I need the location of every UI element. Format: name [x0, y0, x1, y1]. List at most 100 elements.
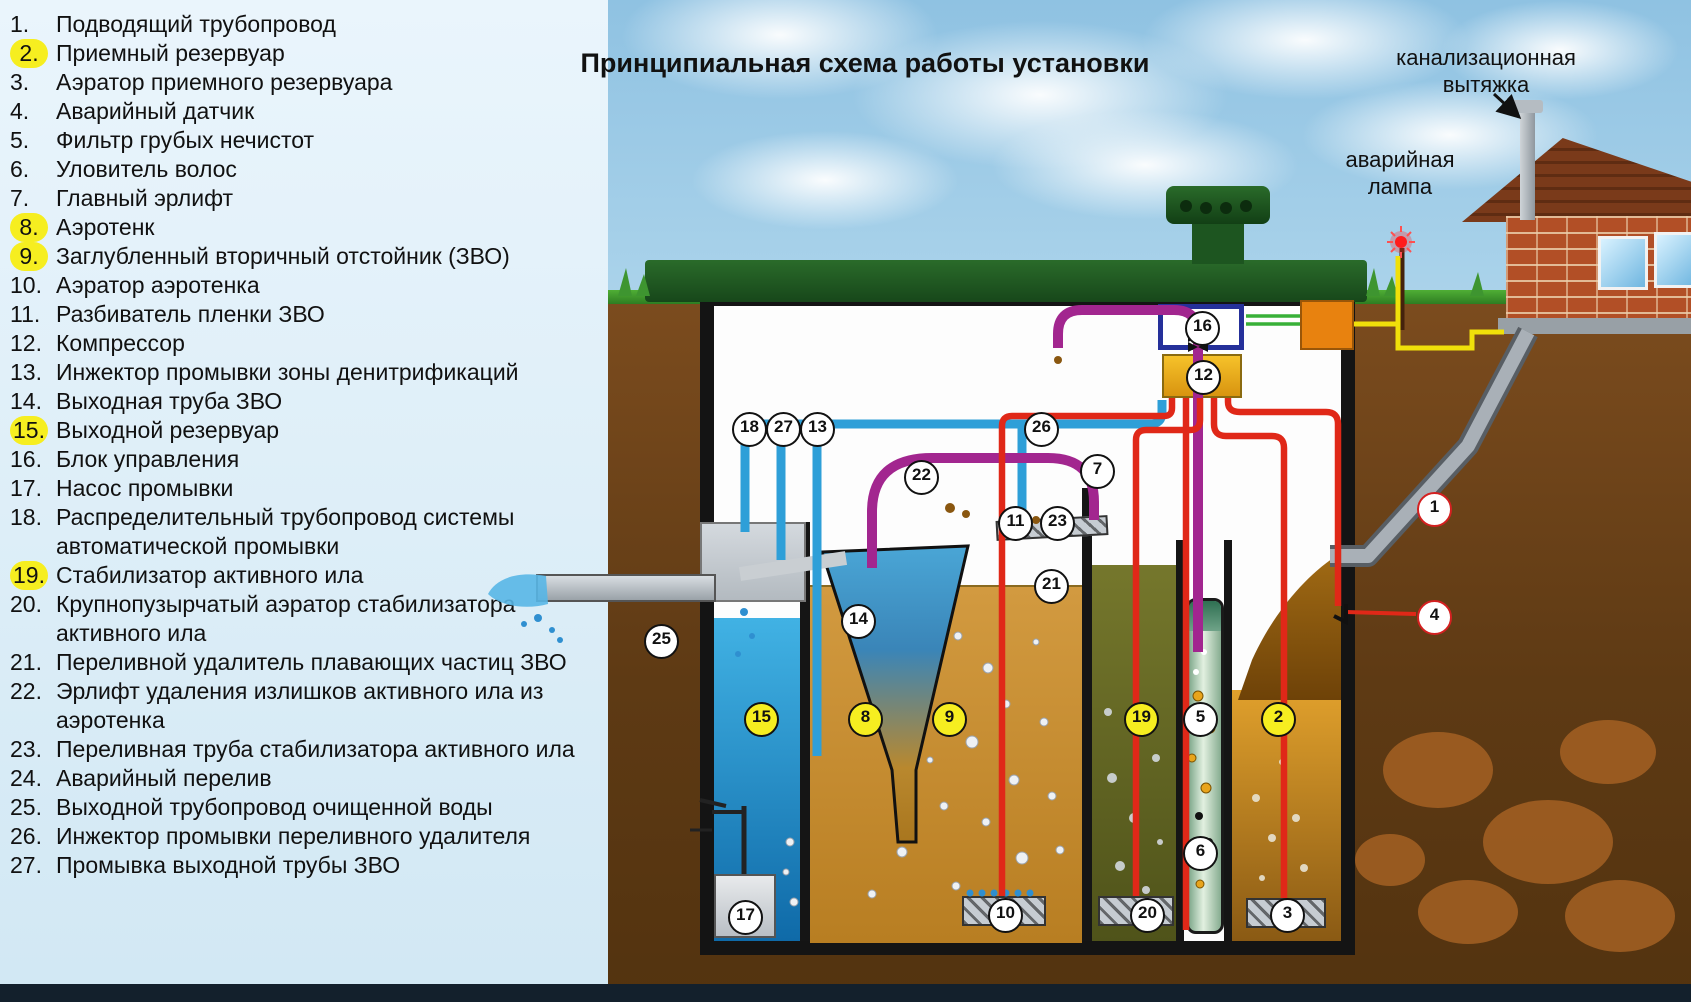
- legend-item: 27. Промывка выходной трубы ЗВО: [10, 851, 602, 880]
- legend-item-text: Выходная труба ЗВО: [56, 388, 283, 414]
- legend-item: 9. Заглубленный вторичный отстойник (ЗВО…: [10, 242, 602, 271]
- legend-item-text: Компрессор: [56, 330, 185, 356]
- legend-item-text: Аварийный перелив: [56, 765, 272, 791]
- divider-wall: [800, 522, 810, 941]
- legend-item-number: 20.: [10, 591, 42, 617]
- legend-item: 2. Приемный резервуар: [10, 39, 602, 68]
- legend-item-text: Уловитель волос: [56, 156, 237, 182]
- legend-item-text: Разбиватель пленки ЗВО: [56, 301, 325, 327]
- green-control-wires: [1246, 314, 1300, 326]
- legend-item-text: Фильтр грубых нечистот: [56, 127, 315, 153]
- cloud: [1440, 0, 1680, 100]
- page-title: Принципиальная схема работы установки: [580, 48, 1150, 78]
- settler-funnel-9: [819, 544, 970, 844]
- divider-wall: [1176, 540, 1184, 941]
- legend-item-number: 23.: [10, 736, 42, 762]
- legend-item: 3. Аэратор приемного резервуара: [10, 68, 602, 97]
- bottom-strip: [0, 984, 1691, 1002]
- vent-label: канализационная вытяжка: [1380, 44, 1592, 98]
- clean-water-outlet-pipe-25: [536, 574, 716, 602]
- legend-item-text: Приемный резервуар: [56, 40, 285, 66]
- legend-item-number: 24.: [10, 765, 42, 791]
- lid-vent-holes: [1180, 200, 1252, 214]
- divider-wall: [1082, 488, 1092, 941]
- legend-item: 1. Подводящий трубопровод: [10, 10, 602, 39]
- legend-item-number: 18.: [10, 504, 42, 530]
- legend-item-text: Переливная труба стабилизатора активного…: [56, 736, 575, 762]
- legend-item-number: 16.: [10, 446, 42, 472]
- legend-item-number: 26.: [10, 823, 42, 849]
- legend-item-number: 25.: [10, 794, 42, 820]
- bubbles-receiving: [1252, 759, 1308, 881]
- lamp-label-line2: лампа: [1367, 174, 1433, 199]
- legend-item: 23. Переливная труба стабилизатора актив…: [10, 735, 602, 764]
- inlet-sewer-pipe-1: [1330, 326, 1538, 567]
- outlet-water-spray: [488, 574, 563, 643]
- legend-item: 13. Инжектор промывки зоны денитрификаци…: [10, 358, 602, 387]
- house-window: [1654, 232, 1691, 288]
- legend-item-text: Заглубленный вторичный отстойник (ЗВО): [56, 243, 510, 269]
- legend-item-number: 17.: [10, 475, 42, 501]
- legend-item: 15. Выходной резервуар: [10, 416, 602, 445]
- filter-contents: [1187, 649, 1216, 889]
- legend-item-number: 12.: [10, 330, 42, 356]
- cloud: [690, 130, 960, 230]
- settler-outlet-trough-14: [738, 551, 848, 581]
- soil-stones: [1355, 720, 1675, 952]
- legend-item-number: 9.: [10, 242, 48, 271]
- legend-item: 14. Выходная труба ЗВО: [10, 387, 602, 416]
- weir-drip: [735, 608, 755, 657]
- legend-item-text: Главный эрлифт: [56, 185, 234, 211]
- legend-item: 11. Разбиватель пленки ЗВО: [10, 300, 602, 329]
- legend-item-text: Аэратор приемного резервуара: [56, 69, 393, 95]
- pump-suction-pipes: [690, 798, 747, 874]
- legend-item: 18. Распределительный трубопровод систем…: [10, 503, 602, 561]
- yellow-power-wires: [1354, 256, 1504, 351]
- legend-item-text: Промывка выходной трубы ЗВО: [56, 852, 401, 878]
- legend-item: 26. Инжектор промывки переливного удалит…: [10, 822, 602, 851]
- legend-item-text: Инжектор промывки переливного удалителя: [56, 823, 531, 849]
- vent-label-line1: канализационная: [1396, 45, 1576, 70]
- aerator-10-diffuser-dots: [966, 889, 1034, 897]
- legend-panel: 1. Подводящий трубопровод 2. Приемный ре…: [0, 0, 608, 984]
- legend-item-text: Переливной удалитель плавающих частиц ЗВ…: [56, 649, 567, 675]
- legend-item-number: 11.: [10, 301, 41, 327]
- legend-item-text: Выходной резервуар: [56, 417, 280, 443]
- legend-item-number: 7.: [10, 185, 30, 211]
- lamp-label: аварийная лампа: [1332, 146, 1468, 200]
- alarm-lamp-icon: [1387, 226, 1415, 258]
- legend-item-number: 15.: [10, 416, 48, 445]
- legend-item-number: 1.: [10, 11, 30, 37]
- legend-item-number: 3.: [10, 69, 30, 95]
- legend-item-text: Крупнопузырчатый аэратор стабилизатора а…: [56, 591, 516, 646]
- legend-item-text: Насос промывки: [56, 475, 234, 501]
- legend-item-text: Распределительный трубопровод системы ав…: [56, 504, 515, 559]
- legend-item: 25. Выходной трубопровод очищенной воды: [10, 793, 602, 822]
- sewage-vent-pipe: [1520, 112, 1535, 220]
- legend-item: 5. Фильтр грубых нечистот: [10, 126, 602, 155]
- legend-item-number: 19.: [10, 561, 48, 590]
- legend-item: 7. Главный эрлифт: [10, 184, 602, 213]
- vent-label-line2: вытяжка: [1442, 72, 1530, 97]
- inlet-waterfall: [1238, 556, 1341, 700]
- legend-item: 10. Аэратор аэротенка: [10, 271, 602, 300]
- bubbles-aerotank: [782, 631, 1065, 907]
- legend-item: 20. Крупнопузырчатый аэратор стабилизато…: [10, 590, 602, 648]
- sludge-drips: [945, 356, 1062, 537]
- legend-item-number: 27.: [10, 852, 42, 878]
- legend-item-text: Аэратор аэротенка: [56, 272, 260, 298]
- legend-item-text: Выходной трубопровод очищенной воды: [56, 794, 493, 820]
- legend-item-text: Эрлифт удаления излишков активного ила и…: [56, 678, 544, 733]
- legend-item: 12. Компрессор: [10, 329, 602, 358]
- alarm-sensor-link: [1345, 610, 1417, 616]
- legend-item-text: Блок управления: [56, 446, 240, 472]
- legend-item-number: 8.: [10, 213, 48, 242]
- legend-item-number: 6.: [10, 156, 30, 182]
- legend-item: 8. Аэротенк: [10, 213, 602, 242]
- legend-item-number: 21.: [10, 649, 42, 675]
- legend-item: 21. Переливной удалитель плавающих части…: [10, 648, 602, 677]
- legend-item-number: 4.: [10, 98, 30, 124]
- lamp-label-line1: аварийная: [1345, 147, 1455, 172]
- legend-item-number: 2.: [10, 39, 48, 68]
